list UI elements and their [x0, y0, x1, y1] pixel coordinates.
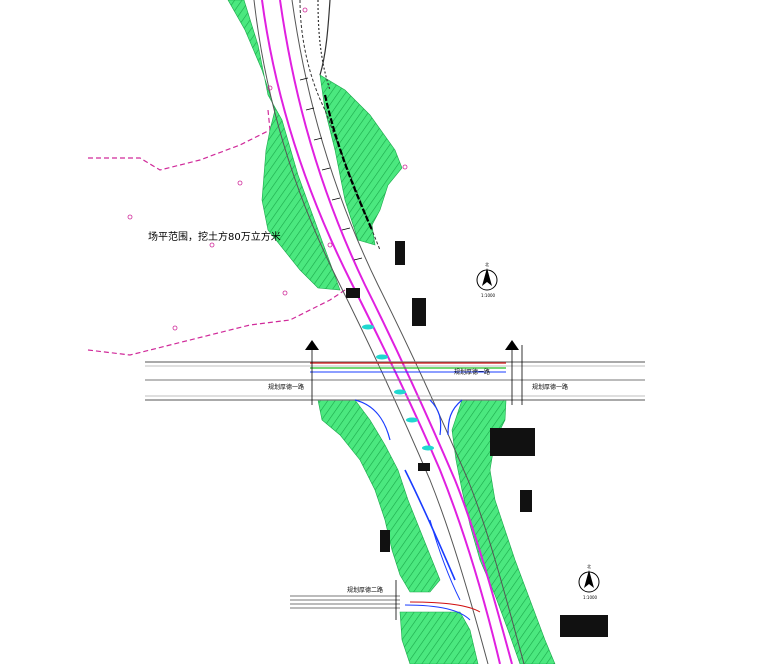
- slope-hatch-lower-left: [317, 399, 479, 664]
- north-arrow-2: 北 1:1000: [578, 563, 600, 600]
- earthwork-note: 场平范围，挖土方80万立方米: [148, 230, 281, 243]
- road-upper-label-mid: 规划厚德一路: [454, 368, 490, 376]
- svg-text:北: 北: [485, 261, 489, 267]
- road-lower-label: 规划厚德二路: [347, 586, 383, 594]
- north-arrow-1: 北 1:1000: [476, 261, 498, 298]
- slope-hatch-upper-right: [319, 74, 403, 246]
- road-upper: [145, 340, 645, 405]
- intersection-ramps: [354, 399, 463, 441]
- svg-text:1:1000: 1:1000: [583, 595, 598, 600]
- survey-points: [127, 7, 408, 331]
- svg-text:1:1000: 1:1000: [481, 293, 496, 298]
- alignment-markers: [362, 324, 434, 451]
- svg-text:北: 北: [587, 563, 591, 569]
- station-blocks: [346, 241, 608, 637]
- main-alignment: [253, 0, 525, 664]
- road-upper-label-left: 规划厚德一路: [268, 383, 304, 391]
- road-lower: [290, 580, 481, 621]
- station-ticks: [299, 77, 363, 261]
- road-upper-label-right: 规划厚德一路: [532, 383, 568, 391]
